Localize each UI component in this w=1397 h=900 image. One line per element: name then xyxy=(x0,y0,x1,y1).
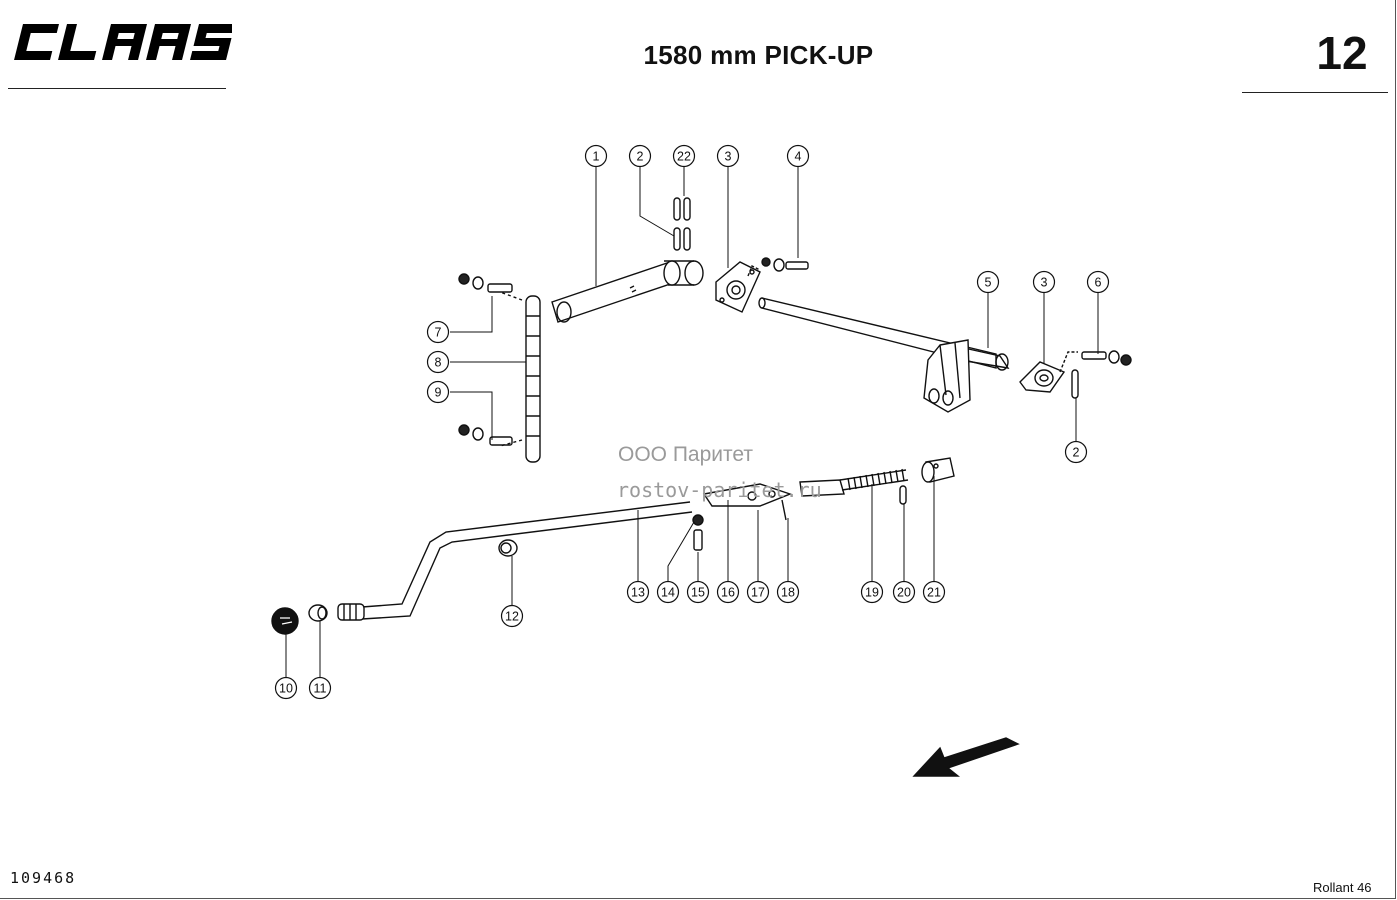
callout-label: 22 xyxy=(677,150,691,164)
part-chain xyxy=(499,291,541,463)
callout-label: 14 xyxy=(661,586,675,600)
callout-5: 5 xyxy=(976,270,1000,294)
part-arm xyxy=(551,260,704,323)
callout-label: 12 xyxy=(505,610,519,624)
callout-label: 4 xyxy=(795,150,802,164)
callout-label: 1 xyxy=(593,150,600,164)
callout-20: 20 xyxy=(892,580,916,604)
callout-16: 16 xyxy=(716,580,740,604)
callout-label: 10 xyxy=(279,682,293,696)
drawing-number: 109468 xyxy=(10,869,77,887)
header-rule-right xyxy=(1242,92,1388,93)
watermark-site: rostov-paritet.ru xyxy=(617,478,822,502)
part-bearing-flange-right xyxy=(1019,351,1078,393)
callout-1: 1 xyxy=(584,144,608,168)
callout-7: 7 xyxy=(426,320,450,344)
callout-3: 3 xyxy=(1032,270,1056,294)
callout-6: 6 xyxy=(1086,270,1110,294)
callout-label: 2 xyxy=(637,150,644,164)
callout-label: 15 xyxy=(691,586,705,600)
callout-label: 9 xyxy=(435,386,442,400)
callout-17: 17 xyxy=(746,580,770,604)
callout-label: 20 xyxy=(897,586,911,600)
model-name: Rollant 46 xyxy=(1313,880,1372,895)
page-title: 1580 mm PICK-UP xyxy=(643,40,874,70)
callout-21: 21 xyxy=(922,580,946,604)
callout-label: 19 xyxy=(865,586,879,600)
callout-label: 16 xyxy=(721,586,735,600)
callout-label: 5 xyxy=(985,276,992,290)
callout-label: 17 xyxy=(751,586,765,600)
part-shaft xyxy=(758,297,1010,413)
travel-direction-arrow-icon xyxy=(912,737,1020,777)
part-pin-right xyxy=(1071,369,1079,399)
callout-8: 8 xyxy=(426,350,450,374)
callout-13: 13 xyxy=(626,580,650,604)
part-bushing xyxy=(498,539,518,557)
callout-4: 4 xyxy=(786,144,810,168)
claas-logo xyxy=(10,20,236,69)
part-linkage xyxy=(702,479,845,521)
part-bolt-right xyxy=(1081,350,1132,366)
callout-2: 2 xyxy=(1064,440,1088,464)
part-bearing-flange-left xyxy=(715,261,761,313)
callout-22: 22 xyxy=(672,144,696,168)
callout-14: 14 xyxy=(656,580,680,604)
part-pin-20 xyxy=(899,485,907,505)
callout-3: 3 xyxy=(716,144,740,168)
part-bolt-upper-chain xyxy=(458,273,513,293)
callout-11: 11 xyxy=(308,676,332,700)
part-bolt-lower-chain xyxy=(458,424,513,446)
claas-logo-mark xyxy=(14,24,236,60)
header-rule-left xyxy=(8,88,226,89)
watermark-company: ООО Паритет xyxy=(618,443,754,466)
callout-19: 19 xyxy=(860,580,884,604)
part-sleeve xyxy=(308,604,328,622)
callout-label: 21 xyxy=(927,586,941,600)
callout-label: 2 xyxy=(1073,446,1080,460)
callout-leaders xyxy=(285,166,1099,678)
callout-9: 9 xyxy=(426,380,450,404)
callout-label: 7 xyxy=(435,326,442,340)
page-number: 12 xyxy=(1316,27,1368,79)
callout-label: 3 xyxy=(1041,276,1048,290)
part-knob xyxy=(271,607,299,635)
part-cranked-rod xyxy=(337,501,693,621)
callout-label: 6 xyxy=(1095,276,1102,290)
callout-10: 10 xyxy=(274,676,298,700)
part-pins xyxy=(673,197,691,251)
callout-12: 12 xyxy=(500,604,524,628)
callout-label: 11 xyxy=(314,682,327,696)
part-nut-bolt-small xyxy=(692,514,704,551)
callout-label: 3 xyxy=(725,150,732,164)
part-sleeve-21 xyxy=(921,457,955,483)
callout-label: 13 xyxy=(631,586,645,600)
part-bolt-top xyxy=(761,257,809,272)
callout-18: 18 xyxy=(776,580,800,604)
callout-2: 2 xyxy=(628,144,652,168)
callout-label: 18 xyxy=(781,586,795,600)
part-threaded-rod xyxy=(839,468,909,491)
callout-15: 15 xyxy=(686,580,710,604)
callout-label: 8 xyxy=(435,356,442,370)
